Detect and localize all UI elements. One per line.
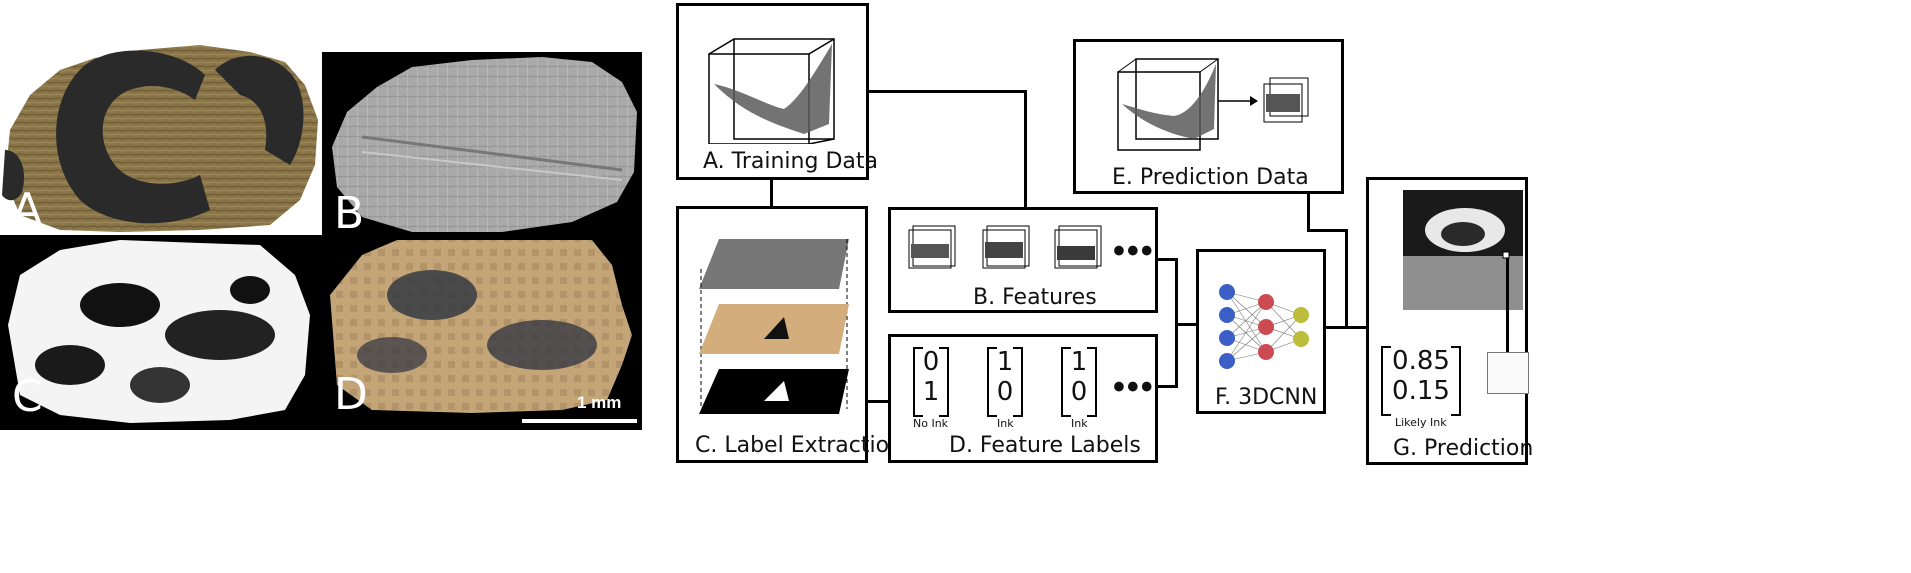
panel-d-label: D xyxy=(334,373,368,417)
feature-label-3-caption: Ink xyxy=(1071,417,1088,430)
connector-c-to-d xyxy=(866,400,890,403)
box-features: ••• B. Features xyxy=(888,207,1158,313)
connector-f-to-g xyxy=(1326,326,1368,329)
prediction-vector-caption: Likely Ink xyxy=(1395,416,1447,429)
prediction-output-image xyxy=(1403,190,1523,310)
box-3dcnn-title: F. 3DCNN xyxy=(1215,385,1317,410)
feature-cube-icon-1 xyxy=(907,222,959,270)
prediction-no-ink-probability: 0.15 xyxy=(1381,376,1461,406)
box-prediction-data-title: E. Prediction Data xyxy=(1112,165,1309,190)
box-label-extraction: C. Label Extraction xyxy=(676,206,868,463)
hidden-node-2 xyxy=(1258,319,1274,335)
box-training-data: A. Training Data xyxy=(676,3,869,180)
panel-b-label: B xyxy=(334,192,364,235)
connector-to-f xyxy=(1175,323,1197,326)
output-node-1 xyxy=(1293,307,1309,323)
prediction-pointer-line xyxy=(1506,258,1509,354)
feature-cube-icon-2 xyxy=(981,222,1033,270)
hidden-node-3 xyxy=(1258,344,1274,360)
panel-a-photo: A xyxy=(0,0,320,235)
box-3dcnn: F. 3DCNN xyxy=(1196,249,1326,414)
connector-e-vertical xyxy=(1345,229,1348,329)
label-extraction-layers-icon xyxy=(689,229,859,439)
connector-a-to-b-drop xyxy=(1024,90,1027,210)
training-volume-cube-icon xyxy=(704,14,844,144)
box-prediction-data: E. Prediction Data xyxy=(1073,39,1344,194)
scale-bar xyxy=(522,419,637,423)
connector-e-horizontal xyxy=(1307,229,1347,232)
panel-c-label: C xyxy=(12,375,43,419)
prediction-pixel-square xyxy=(1487,352,1529,394)
prediction-volume-cube-icon xyxy=(1114,54,1224,154)
panel-d-overlay: D 1 mm xyxy=(322,235,642,430)
panel-b-fragment xyxy=(322,52,642,235)
feature-label-vector-3: 1 0 xyxy=(1061,347,1097,413)
box-prediction: 0.85 0.15 Likely Ink G. Prediction xyxy=(1366,177,1528,465)
prediction-vector: 0.85 0.15 xyxy=(1381,346,1461,412)
input-node-2 xyxy=(1219,307,1235,323)
panel-c-ink-map: C xyxy=(0,235,322,430)
input-node-3 xyxy=(1219,330,1235,346)
box-prediction-title: G. Prediction xyxy=(1393,436,1533,461)
panel-a-label: A xyxy=(12,188,42,232)
box-feature-labels: 0 1 No Ink 1 0 Ink 1 0 Ink ••• D. Featur… xyxy=(888,334,1158,463)
prediction-ink-probability: 0.85 xyxy=(1381,346,1461,376)
box-training-data-title: A. Training Data xyxy=(703,149,878,174)
feature-label-vector-1: 0 1 xyxy=(913,347,949,413)
features-ellipsis: ••• xyxy=(1113,234,1155,268)
connector-d-to-f xyxy=(1157,385,1177,388)
neural-network-diagram xyxy=(1209,277,1319,377)
panel-b-scan: B xyxy=(322,52,642,235)
feature-label-vector-2: 1 0 xyxy=(987,347,1023,413)
output-node-2 xyxy=(1293,331,1309,347)
panel-a-fragment xyxy=(0,0,320,235)
feature-label-2-caption: Ink xyxy=(997,417,1014,430)
box-features-title: B. Features xyxy=(973,285,1097,310)
box-feature-labels-title: D. Feature Labels xyxy=(949,433,1141,458)
box-label-extraction-title: C. Label Extraction xyxy=(695,433,903,458)
connector-a-to-c xyxy=(770,178,773,208)
feature-label-1-caption: No Ink xyxy=(913,417,948,430)
arrow-right-icon xyxy=(1218,95,1258,107)
panel-c-fragment xyxy=(0,235,322,430)
connector-a-to-b xyxy=(868,90,1026,93)
input-node-4 xyxy=(1219,353,1235,369)
prediction-subvolume-cube-icon xyxy=(1262,76,1310,126)
connector-e-drop xyxy=(1307,193,1310,231)
hidden-node-1 xyxy=(1258,294,1274,310)
connector-b-to-f xyxy=(1157,258,1177,261)
feature-labels-ellipsis: ••• xyxy=(1113,370,1155,404)
scale-bar-label: 1 mm xyxy=(577,393,621,413)
feature-cube-icon-3 xyxy=(1053,222,1105,270)
input-node-1 xyxy=(1219,284,1235,300)
